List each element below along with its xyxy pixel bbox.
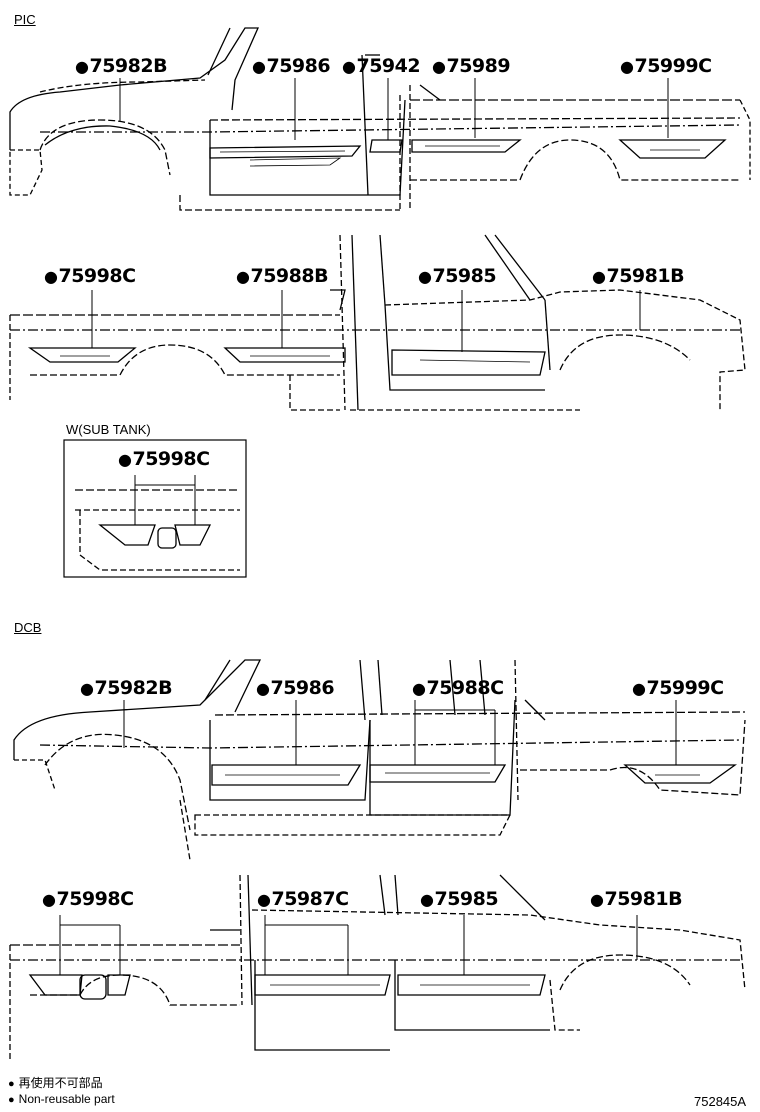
part-callout[interactable]: ●75998C	[44, 265, 136, 287]
non-reusable-marker-icon: ●	[8, 1078, 15, 1090]
part-callout[interactable]: ●75982B	[80, 677, 173, 699]
part-callout[interactable]: ●75986	[256, 677, 335, 699]
part-number: 75999C	[634, 55, 712, 77]
non-reusable-marker-icon: ●	[590, 890, 604, 909]
non-reusable-marker-icon: ●	[342, 57, 356, 76]
part-callout[interactable]: ●75989	[432, 55, 511, 77]
non-reusable-marker-icon: ●	[44, 267, 58, 286]
part-number: 75989	[446, 55, 511, 77]
pic-top-vehicle	[9, 27, 751, 211]
part-callout[interactable]: ●75987C	[257, 888, 349, 910]
part-callout[interactable]: ●75988B	[236, 265, 329, 287]
part-number: 75988B	[250, 265, 329, 287]
part-callout[interactable]: ●75942	[342, 55, 421, 77]
pic-bottom-vehicle	[9, 234, 746, 411]
part-number: 75998C	[56, 888, 134, 910]
part-number: 75999C	[646, 677, 724, 699]
part-number: 75982B	[89, 55, 168, 77]
dcb-bottom-vehicle	[9, 874, 746, 1060]
diagram-id: 752845A	[694, 1094, 747, 1109]
part-number: 75981B	[604, 888, 683, 910]
non-reusable-marker-icon: ●	[118, 450, 132, 469]
non-reusable-marker-icon: ●	[592, 267, 606, 286]
part-number: 75986	[266, 55, 331, 77]
non-reusable-marker-icon: ●	[256, 679, 270, 698]
non-reusable-marker-icon: ●	[8, 1094, 15, 1106]
part-number: 75981B	[606, 265, 685, 287]
non-reusable-marker-icon: ●	[252, 57, 266, 76]
part-callout[interactable]: ●75981B	[592, 265, 685, 287]
legend-english: ●Non-reusable part	[8, 1092, 115, 1106]
part-callout[interactable]: ●75982B	[75, 55, 168, 77]
part-number: 75982B	[94, 677, 173, 699]
non-reusable-marker-icon: ●	[42, 890, 56, 909]
inset-label: W(SUB TANK)	[66, 422, 151, 437]
part-callout[interactable]: ●75998C	[42, 888, 134, 910]
part-number: 75985	[432, 265, 497, 287]
legend-english-text: Non-reusable part	[18, 1092, 115, 1106]
non-reusable-marker-icon: ●	[236, 267, 250, 286]
non-reusable-marker-icon: ●	[420, 890, 434, 909]
non-reusable-marker-icon: ●	[632, 679, 646, 698]
part-number: 75942	[356, 55, 421, 77]
part-callout[interactable]: ●75985	[418, 265, 497, 287]
section-label-pic: PIC	[14, 12, 36, 27]
non-reusable-marker-icon: ●	[80, 679, 94, 698]
part-number: 75986	[270, 677, 335, 699]
part-callout[interactable]: ●75999C	[620, 55, 712, 77]
part-callout[interactable]: ●75981B	[590, 888, 683, 910]
non-reusable-marker-icon: ●	[418, 267, 432, 286]
part-number: 75987C	[271, 888, 349, 910]
section-label-dcb: DCB	[14, 620, 42, 635]
part-callout[interactable]: ●75986	[252, 55, 331, 77]
part-callout[interactable]: ●75988C	[412, 677, 504, 699]
dcb-top-vehicle	[13, 659, 746, 861]
part-callout[interactable]: ●75999C	[632, 677, 724, 699]
inset-sub-tank	[63, 439, 247, 578]
part-callout[interactable]: ●75985	[420, 888, 499, 910]
part-callout[interactable]: ●75998C	[118, 448, 210, 470]
part-number: 75985	[434, 888, 499, 910]
non-reusable-marker-icon: ●	[75, 57, 89, 76]
legend-japanese: ●再使用不可部品	[8, 1074, 103, 1091]
non-reusable-marker-icon: ●	[257, 890, 271, 909]
part-number: 75998C	[58, 265, 136, 287]
non-reusable-marker-icon: ●	[620, 57, 634, 76]
non-reusable-marker-icon: ●	[432, 57, 446, 76]
legend-japanese-text: 再使用不可部品	[18, 1076, 103, 1090]
non-reusable-marker-icon: ●	[412, 679, 426, 698]
part-number: 75998C	[132, 448, 210, 470]
part-number: 75988C	[426, 677, 504, 699]
